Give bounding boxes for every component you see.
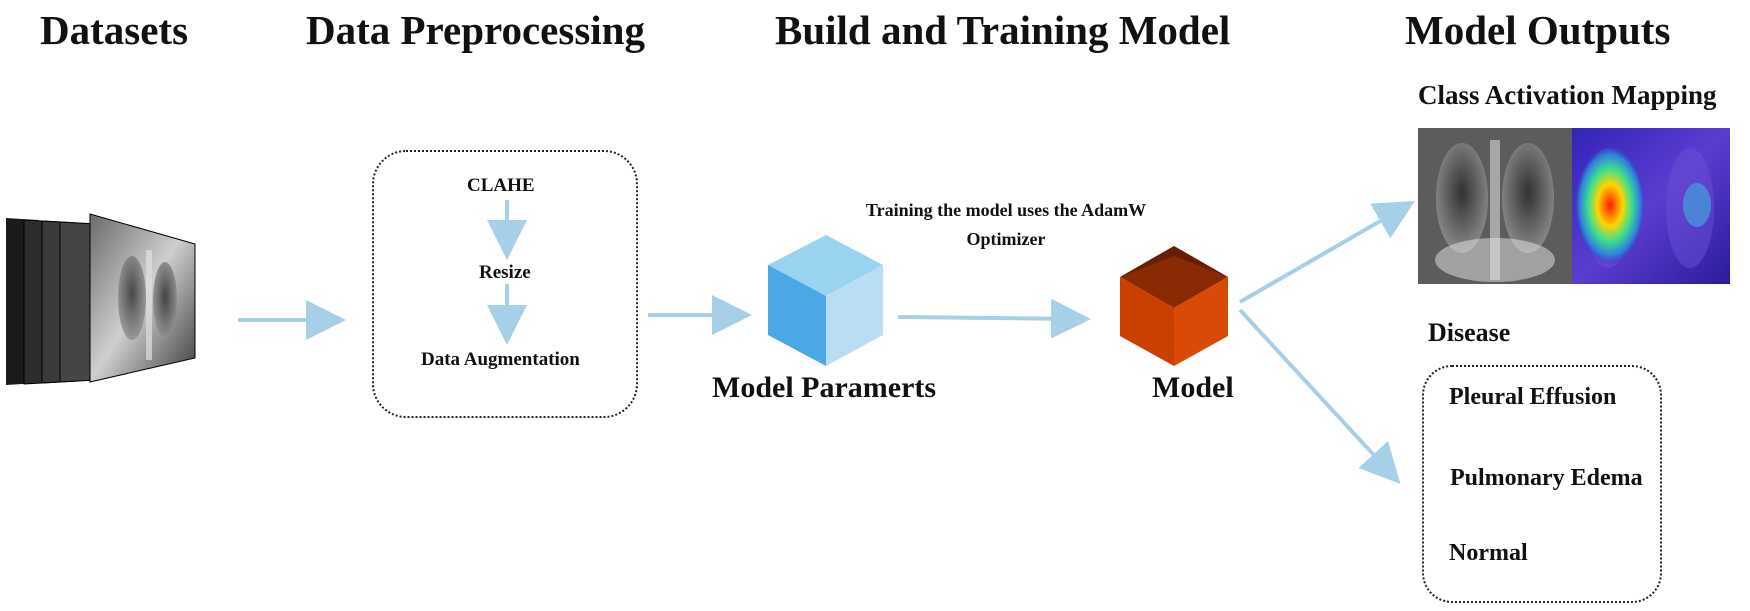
- disease-class-pleural-effusion: Pleural Effusion: [1449, 384, 1617, 410]
- arrow-model-to-cam: [1238, 200, 1415, 304]
- cam-original-xray-image: [1418, 128, 1572, 284]
- dataset-xray-stack: [6, 213, 196, 385]
- model-box-icon: [1120, 246, 1228, 366]
- arrow-model-to-disease: [1238, 308, 1401, 484]
- disease-class-pulmonary-edema: Pulmonary Edema: [1450, 465, 1643, 491]
- disease-title: Disease: [1428, 318, 1511, 347]
- preprocessing-step-augmentation: Data Augmentation: [421, 349, 580, 370]
- arrow-params-to-model: [897, 298, 1091, 339]
- stage-title-datasets: Datasets: [40, 7, 189, 53]
- model-label: Model: [1152, 371, 1234, 404]
- stage-title-preprocessing: Data Preprocessing: [306, 7, 645, 53]
- stage-title-outputs: Model Outputs: [1405, 7, 1671, 53]
- preprocessing-step-resize: Resize: [479, 262, 531, 283]
- model-parameters-cube-icon: [768, 235, 883, 366]
- training-note: Training the model uses the AdamW Optimi…: [865, 200, 1147, 249]
- preprocessing-step-clahe: CLAHE: [467, 175, 535, 196]
- preprocessing-box: [372, 150, 638, 418]
- disease-box: [1422, 365, 1662, 603]
- stage-title-build: Build and Training Model: [775, 7, 1231, 53]
- disease-class-normal: Normal: [1449, 540, 1528, 566]
- cam-heatmap-image: [1572, 128, 1730, 284]
- model-parameters-label: Model Paramerts: [712, 371, 937, 404]
- cam-title: Class Activation Mapping: [1418, 80, 1717, 110]
